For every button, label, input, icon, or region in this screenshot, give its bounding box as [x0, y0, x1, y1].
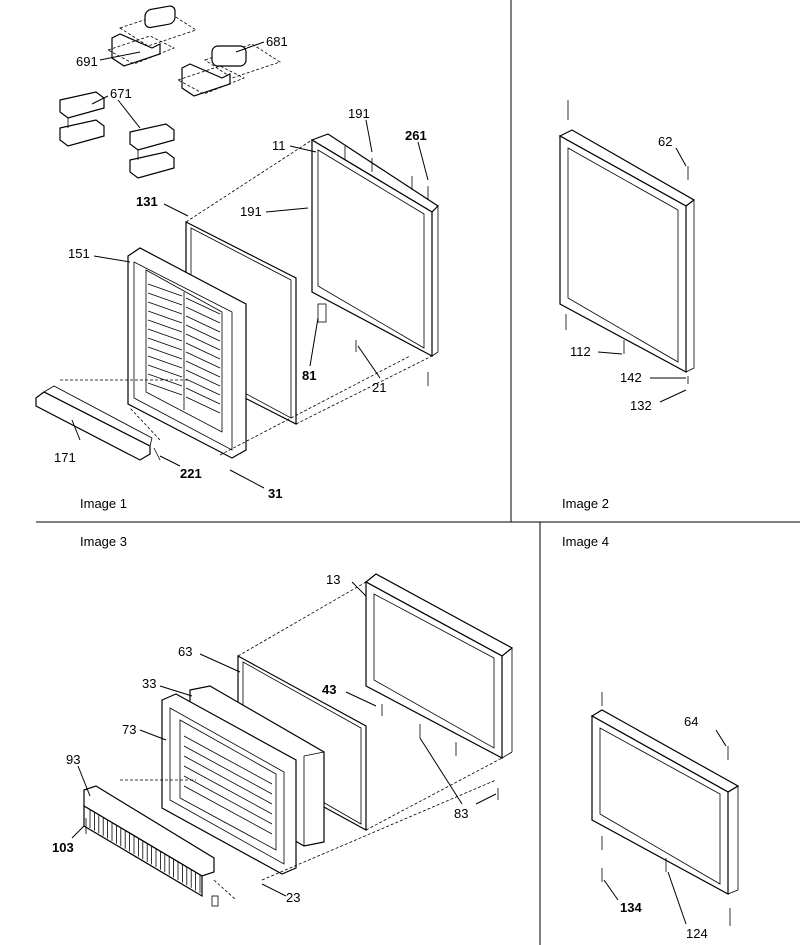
detail-stroke: [147, 319, 183, 333]
callout-31: 31: [268, 486, 282, 501]
detail-stroke: [185, 297, 221, 315]
callout-13: 13: [326, 572, 340, 587]
detail-stroke: [147, 355, 183, 369]
image-1-panel: 691 681 671 191 11 261 131 191 151 81 21…: [35, 5, 439, 511]
callout-21: 21: [372, 380, 386, 395]
image-4-panel: Image 4 64 134 124: [562, 534, 740, 941]
callout-63: 63: [178, 644, 192, 659]
callout-62: 62: [658, 134, 672, 149]
caption-image-2: Image 2: [562, 496, 609, 511]
callout-33: 33: [142, 676, 156, 691]
callout-671: 671: [110, 86, 132, 101]
callout-691: 691: [76, 54, 98, 69]
detail-stroke: [183, 765, 273, 815]
callout-142: 142: [620, 370, 642, 385]
detail-stroke: [185, 369, 221, 387]
door-outer-13: [364, 573, 514, 759]
detail-stroke: [147, 337, 183, 351]
liner-shelves: [147, 283, 221, 414]
detail-stroke: [185, 333, 221, 351]
detail-stroke: [183, 735, 273, 785]
callout-11: 11: [272, 138, 286, 153]
detail-stroke: [147, 346, 183, 360]
callout-83: 83: [454, 806, 468, 821]
detail-stroke: [183, 755, 273, 805]
bin-691: [106, 5, 197, 67]
detail-stroke: [183, 775, 273, 825]
callout-124: 124: [686, 926, 708, 941]
detail-stroke: [185, 396, 221, 414]
detail-stroke: [147, 292, 183, 306]
callout-81: 81: [302, 368, 316, 383]
bin-681: [176, 43, 281, 97]
bins-671: [59, 91, 175, 179]
detail-stroke: [185, 306, 221, 324]
door-frame-image-2: [558, 129, 696, 374]
grille-93: [83, 785, 215, 898]
image-3-panel: Image 3: [52, 534, 514, 907]
liner-ribs: [183, 735, 273, 835]
callout-151: 151: [68, 246, 90, 261]
callout-261: 261: [405, 128, 427, 143]
detail-stroke: [185, 360, 221, 378]
detail-stroke: [147, 364, 183, 378]
caption-image-1: Image 1: [80, 496, 127, 511]
callout-93: 93: [66, 752, 80, 767]
image-2-panel: 62 112 142 132 Image 2: [558, 100, 696, 511]
detail-stroke: [185, 324, 221, 342]
detail-stroke: [147, 283, 183, 297]
callout-681: 681: [266, 34, 288, 49]
callout-43: 43: [322, 682, 336, 697]
inner-liner-151: [127, 247, 247, 459]
bin-171: [35, 385, 153, 461]
detail-stroke: [147, 301, 183, 315]
detail-stroke: [185, 342, 221, 360]
caption-image-4: Image 4: [562, 534, 609, 549]
callout-132: 132: [630, 398, 652, 413]
caption-image-3: Image 3: [80, 534, 127, 549]
callout-221: 221: [180, 466, 202, 481]
callout-23: 23: [286, 890, 300, 905]
detail-stroke: [183, 785, 273, 835]
callout-103: 103: [52, 840, 74, 855]
door-outer-11: [310, 133, 439, 357]
callout-134: 134: [620, 900, 642, 915]
callout-191-top: 191: [348, 106, 370, 121]
detail-stroke: [185, 315, 221, 333]
callout-191-side: 191: [240, 204, 262, 219]
door-frame-image-4: [590, 709, 740, 896]
detail-stroke: [185, 378, 221, 396]
callout-131: 131: [136, 194, 158, 209]
detail-stroke: [147, 382, 183, 396]
detail-stroke: [185, 387, 221, 405]
detail-stroke: [183, 745, 273, 795]
callout-112: 112: [570, 344, 591, 359]
detail-stroke: [147, 310, 183, 324]
callout-73: 73: [122, 722, 136, 737]
detail-stroke: [185, 351, 221, 369]
callout-171: 171: [54, 450, 76, 465]
callout-64: 64: [684, 714, 698, 729]
detail-stroke: [147, 328, 183, 342]
